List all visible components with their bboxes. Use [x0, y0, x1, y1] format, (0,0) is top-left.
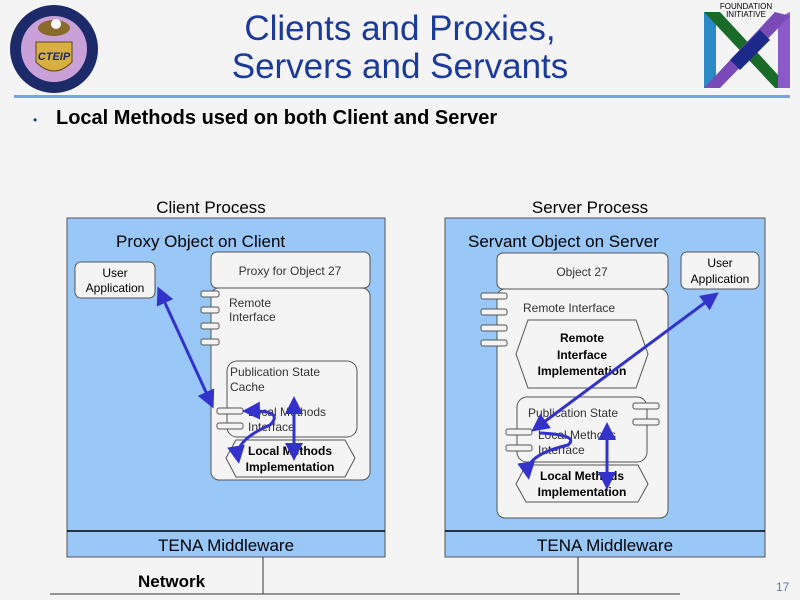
server-user-application[interactable]: User Application: [680, 251, 760, 290]
local-impl-line1: Local Methods: [248, 444, 332, 458]
local-iface-line1: Local Methods: [248, 405, 326, 419]
local-impl-line1: Local Methods: [540, 469, 624, 483]
client-object-label: Proxy Object on Client: [116, 232, 285, 251]
remote-interface-line2: Interface: [229, 310, 276, 324]
logo-title-1: FOUNDATION: [720, 2, 773, 11]
user-app-line2: Application: [691, 272, 750, 286]
local-impl-line2: Implementation: [246, 460, 335, 474]
title-line-2: Servers and Servants: [231, 47, 569, 86]
user-app-line1: User: [102, 266, 127, 280]
servant-object[interactable]: Object 27 Remote Interface Remote Interf…: [480, 252, 669, 519]
object-title: Object 27: [556, 265, 608, 279]
network: Network: [50, 557, 680, 595]
client-process-label: Client Process: [156, 198, 266, 217]
local-iface-line2: Interface: [538, 443, 585, 457]
user-app-line1: User: [707, 256, 732, 270]
remote-interface-connectors: [480, 292, 508, 347]
local-iface-line2: Interface: [248, 420, 295, 434]
cteip-logo: CTEIP: [10, 5, 98, 93]
page-number: 17: [776, 580, 790, 594]
user-app-line2: Application: [86, 281, 145, 295]
pub-state-line2: Cache: [230, 380, 265, 394]
local-impl-line2: Implementation: [538, 485, 627, 499]
remote-interface-line1: Remote: [229, 296, 271, 310]
proxy-object[interactable]: Proxy for Object 27 Remote Interface Pub…: [200, 251, 371, 481]
bullet-icon: •: [33, 113, 38, 127]
cteip-text: CTEIP: [38, 51, 71, 63]
server-middleware-label: TENA Middleware: [537, 536, 673, 555]
server-process-label: Server Process: [532, 198, 648, 217]
remote-interface-connectors: [200, 290, 220, 346]
pub-state-label: Publication State: [528, 406, 618, 420]
logo-title-2: INITIATIVE: [726, 10, 766, 19]
server-flow-arrows: [517, 292, 719, 490]
remote-impl-line3: Implementation: [538, 364, 627, 378]
remote-impl-line2: Interface: [557, 348, 607, 362]
slide-title: Clients and Proxies, Servers and Servant…: [150, 10, 650, 86]
remote-impl-line1: Remote: [560, 331, 604, 345]
pub-state-line1: Publication State: [230, 365, 320, 379]
network-label: Network: [138, 572, 206, 591]
server-process-box: TENA Middleware Servant Object on Server…: [444, 217, 766, 558]
bullet-text: Local Methods used on both Client and Se…: [56, 107, 498, 129]
title-line-1: Clients and Proxies,: [244, 9, 556, 48]
proxy-title: Proxy for Object 27: [239, 264, 342, 278]
local-iface-line1: Local Methods: [538, 428, 616, 442]
client-flow-arrows: [156, 286, 303, 464]
server-object-label: Servant Object on Server: [468, 232, 659, 251]
client-process-box: TENA Middleware Proxy Object on Client U…: [66, 217, 386, 558]
remote-interface-label: Remote Interface: [523, 301, 615, 315]
foundation-initiative-logo: FOUNDATION INITIATIVE: [704, 2, 790, 88]
client-middleware-label: TENA Middleware: [158, 536, 294, 555]
client-user-application[interactable]: User Application: [74, 261, 156, 299]
header-rule: [14, 95, 790, 98]
